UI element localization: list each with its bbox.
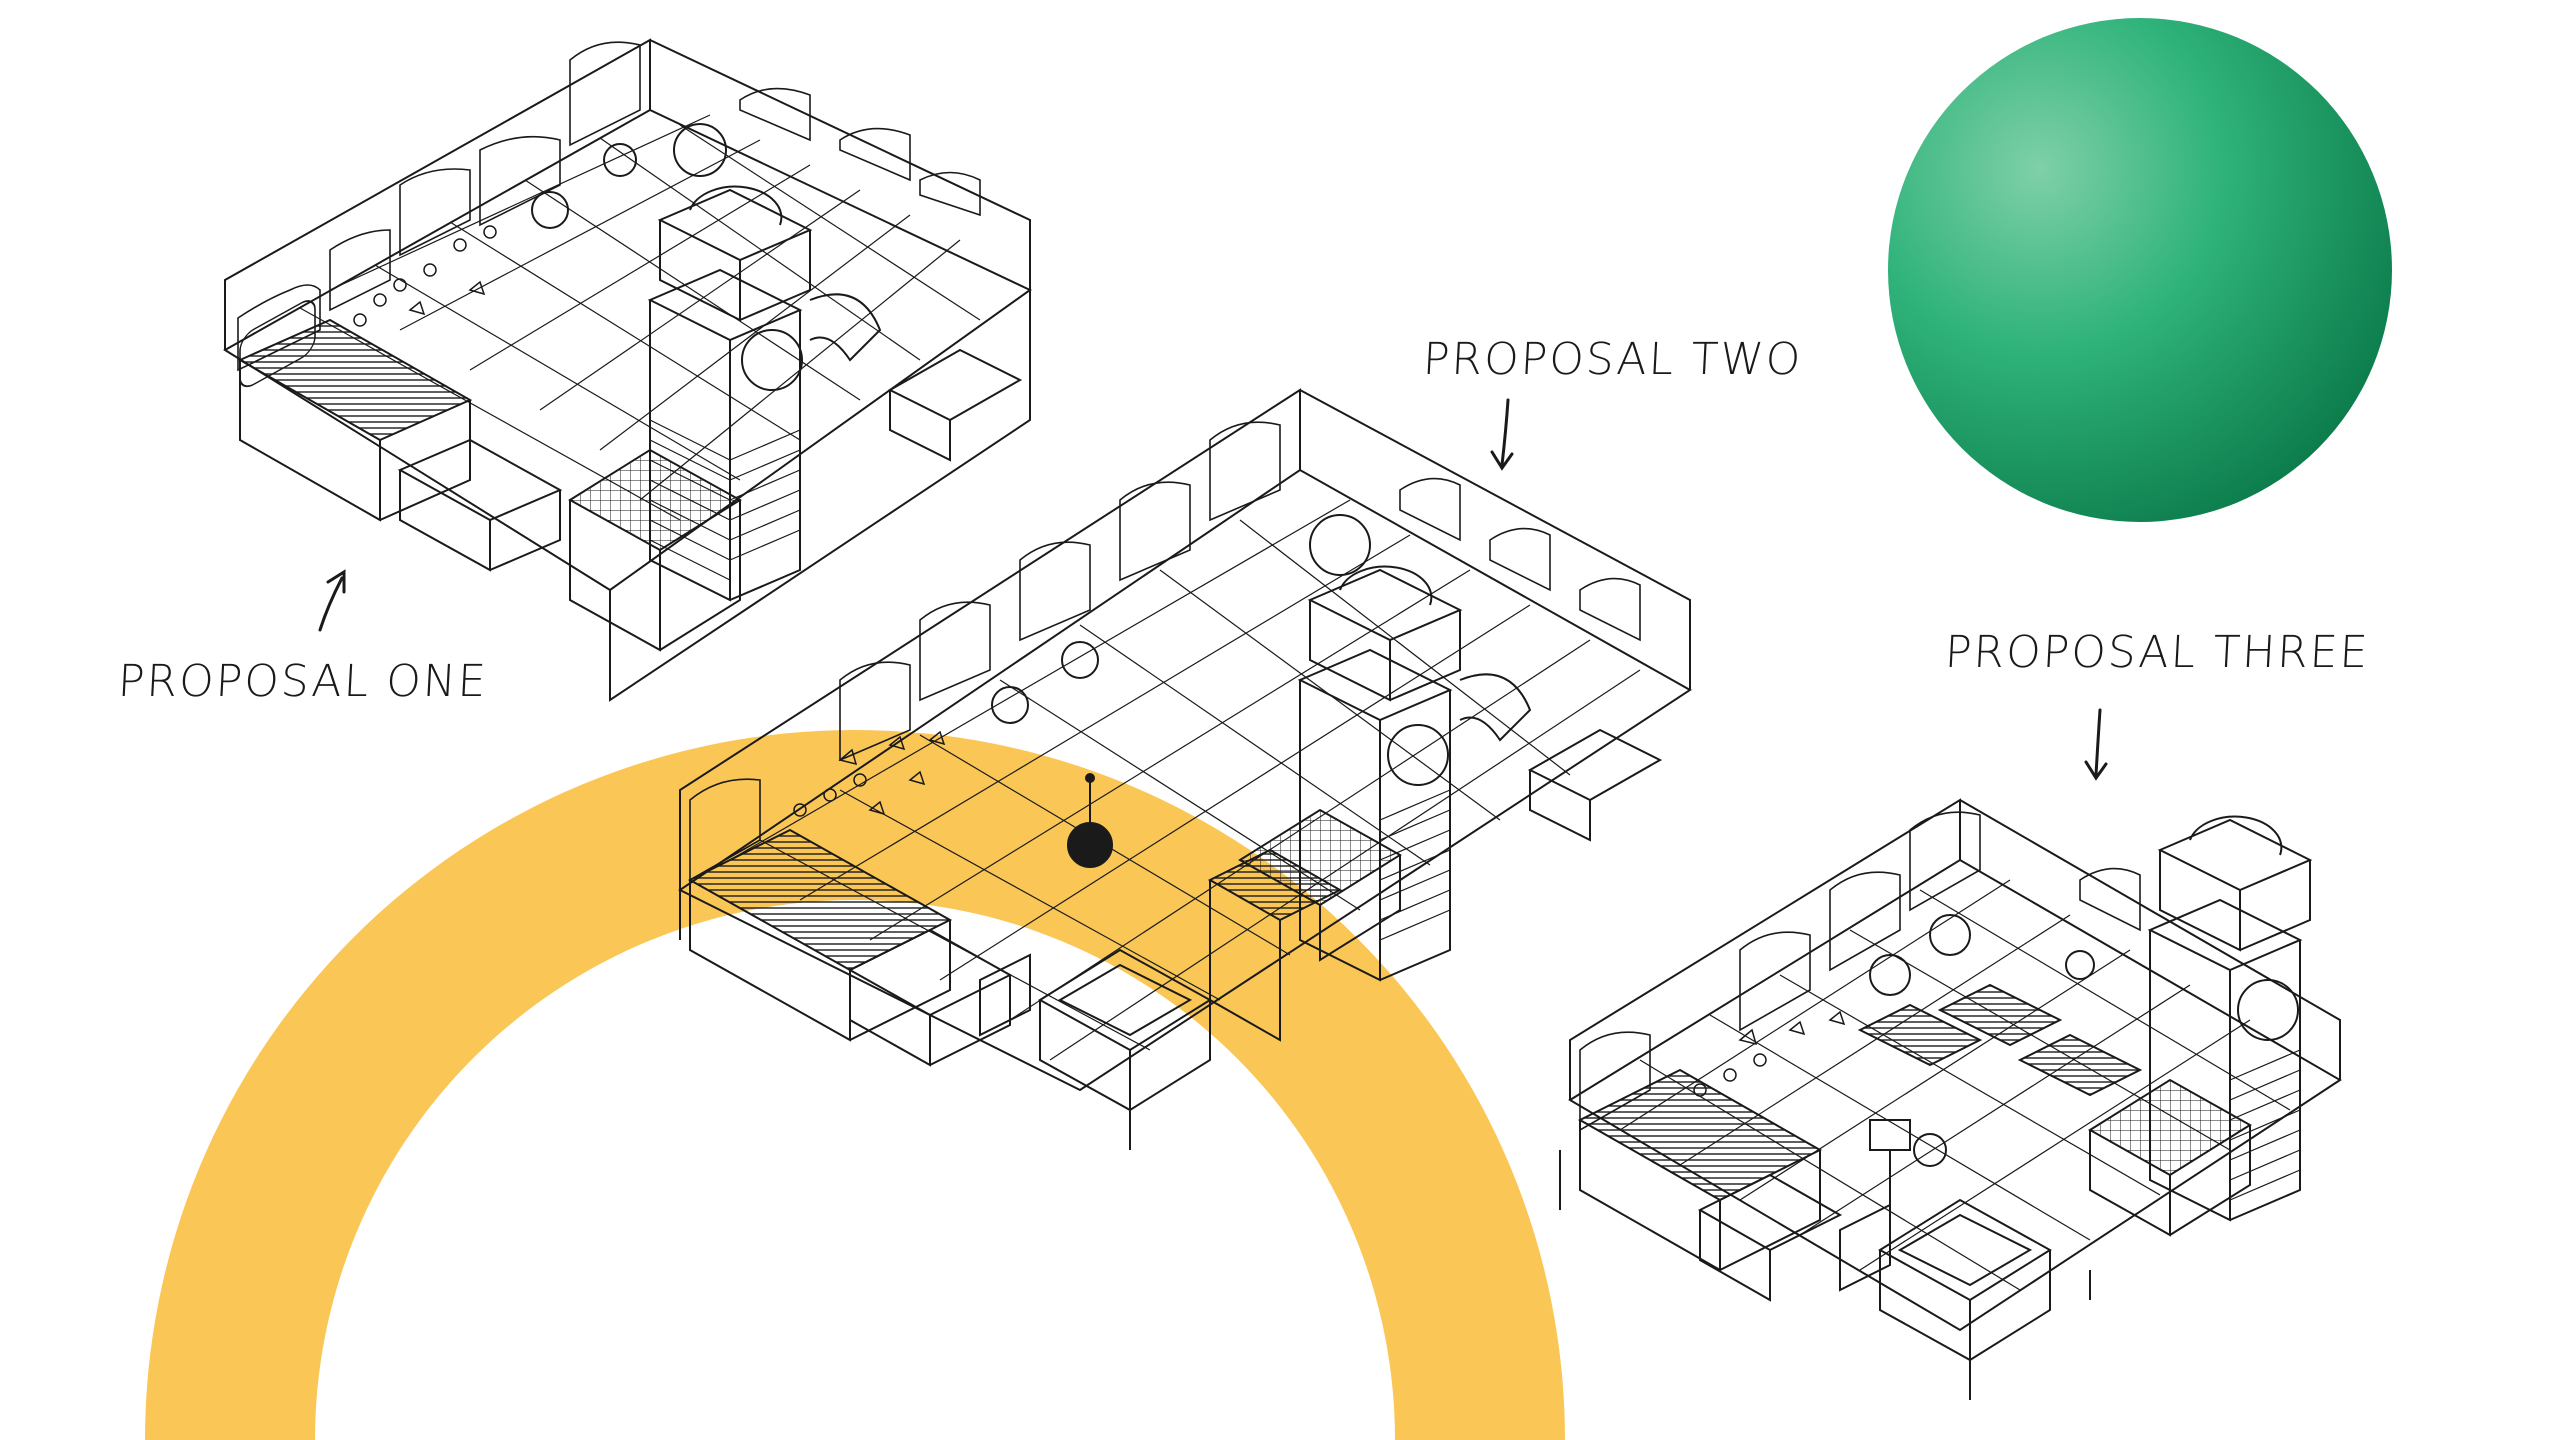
arrow-up-right-icon (318, 569, 346, 632)
arrow-down-icon (2084, 708, 2108, 781)
proposal-one-drawing (223, 38, 1032, 702)
proposal-three-label: PROPOSAL THREE (1943, 627, 2371, 678)
proposal-two-label: PROPOSAL TWO (1421, 334, 1804, 385)
green-sphere (1888, 18, 2392, 522)
proposal-three-drawing (1559, 798, 2342, 1400)
proposal-two-drawing (678, 388, 1692, 1150)
arrow-down-icon (1490, 398, 1514, 471)
proposal-one-label: PROPOSAL ONE (116, 656, 489, 707)
